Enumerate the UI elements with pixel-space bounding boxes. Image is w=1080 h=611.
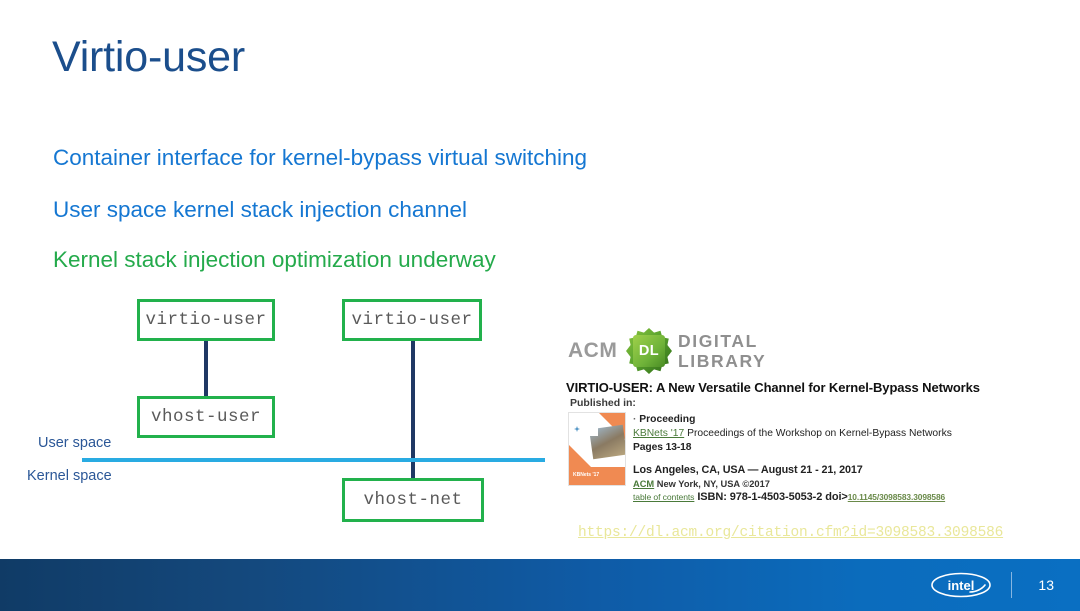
badge-inner: DL — [633, 335, 665, 367]
slide-number: 13 — [1038, 577, 1054, 593]
acm-logo-digital-text: DIGITAL — [678, 331, 758, 351]
slide-footer-bar: intel 13 — [0, 559, 1080, 611]
connector-virtio-user-to-vhost-net — [411, 338, 415, 480]
bullet-line-3: Kernel stack injection optimization unde… — [53, 247, 496, 272]
doi-link[interactable]: 10.1145/3098583.3098586 — [847, 492, 946, 503]
citation-details: Proceeding KBNets '17 Proceedings of the… — [633, 412, 952, 506]
footer-divider — [1011, 572, 1012, 598]
citation-series-row: KBNets '17 Proceedings of the Workshop o… — [633, 427, 952, 441]
table-of-contents-link[interactable]: table of contents — [633, 492, 695, 503]
page-title: Virtio-user — [52, 33, 245, 81]
series-title: Proceedings of the Workshop on Kernel-By… — [687, 428, 952, 440]
citation-proceeding-label: Proceeding — [633, 413, 952, 427]
diagram-node-vhost-net: vhost-net — [342, 478, 484, 522]
publisher-text: New York, NY, USA ©2017 — [656, 478, 770, 489]
architecture-diagram: virtio-user vhost-user virtio-user vhost… — [0, 0, 580, 560]
series-link[interactable]: KBNets '17 — [633, 428, 685, 440]
diagram-node-virtio-user-left: virtio-user — [137, 299, 275, 341]
paper-title: VIRTIO-USER: A New Versatile Channel for… — [566, 380, 980, 395]
doi-label: doi> — [825, 491, 848, 504]
label-kernel-space: Kernel space — [27, 468, 112, 484]
label-user-space: User space — [38, 435, 112, 451]
user-kernel-space-divider — [82, 458, 545, 462]
citation-body: KBNets '17 Proceeding KBNets '17 Proceed… — [566, 412, 1046, 506]
cover-logo-icon — [574, 426, 580, 432]
connector-virtio-user-to-vhost-user — [204, 338, 208, 398]
citation-url-link[interactable]: https://dl.acm.org/citation.cfm?id=30985… — [578, 525, 1004, 541]
acm-wordmark: ACM — [568, 339, 618, 362]
acm-dl-badge-icon: DL — [626, 328, 672, 374]
bullet-line-2: User space kernel stack injection channe… — [53, 197, 467, 222]
intel-logo: intel — [930, 572, 992, 598]
published-in-label: Published in: — [570, 397, 636, 409]
acm-citation-panel: ACM DL DIGITAL LIBRARY VIRTIO-USER: A Ne… — [566, 326, 1046, 506]
svg-text:intel: intel — [948, 578, 975, 593]
cover-band-text: KBNets '17 — [573, 472, 600, 478]
acm-logo-library-text: LIBRARY — [678, 351, 767, 371]
citation-pages: Pages 13-18 — [633, 442, 692, 454]
acm-badge-label: DL — [638, 343, 660, 359]
citation-location-date: Los Angeles, CA, USA — August 21 - 21, 2… — [633, 463, 863, 476]
bullet-line-1: Container interface for kernel-bypass vi… — [53, 145, 587, 170]
cover-white-panel — [572, 423, 598, 436]
cover-band — [569, 467, 625, 485]
citation-publisher-row: ACM New York, NY, USA ©2017 — [633, 478, 952, 491]
diagram-node-vhost-user: vhost-user — [137, 396, 275, 438]
proceedings-cover-thumbnail: KBNets '17 — [568, 412, 626, 486]
publisher-link[interactable]: ACM — [633, 478, 655, 489]
acm-digital-library-logo: ACM DL DIGITAL LIBRARY — [568, 326, 793, 374]
citation-isbn: ISBN: 978-1-4503-5053-2 — [697, 491, 823, 504]
diagram-node-virtio-user-right: virtio-user — [342, 299, 482, 341]
citation-isbn-row: table of contents ISBN: 978-1-4503-5053-… — [633, 490, 952, 505]
